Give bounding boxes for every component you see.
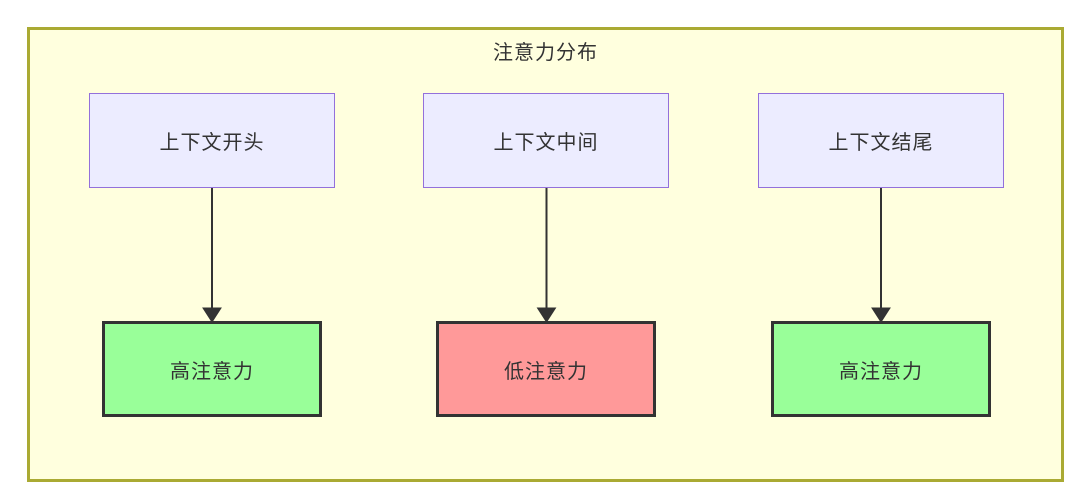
diagram-title: 注意力分布 — [493, 42, 598, 64]
node-attention-start: 高注意力 — [102, 321, 322, 417]
arrow-head-context-middle — [536, 307, 557, 323]
arrow-head-context-start — [202, 307, 222, 323]
node-attention-middle: 低注意力 — [436, 321, 656, 417]
node-attention-start-label: 高注意力 — [170, 360, 254, 383]
node-attention-end-label: 高注意力 — [839, 360, 923, 383]
node-context-start: 上下文开头 — [89, 93, 335, 188]
node-attention-end: 高注意力 — [771, 321, 991, 417]
node-context-start-label: 上下文开头 — [159, 132, 265, 154]
node-context-middle: 上下文中间 — [423, 93, 669, 188]
node-attention-middle-label: 低注意力 — [504, 360, 588, 383]
node-context-middle-label: 上下文中间 — [493, 132, 599, 154]
node-context-end: 上下文结尾 — [758, 93, 1004, 188]
attention-distribution-subgraph: 注意力分布 上下文开头 上下文中间 上下文结尾 高注意力 低注意力 高注意力 — [27, 27, 1064, 482]
node-context-end-label: 上下文结尾 — [828, 132, 934, 154]
arrow-head-context-end — [871, 307, 891, 323]
